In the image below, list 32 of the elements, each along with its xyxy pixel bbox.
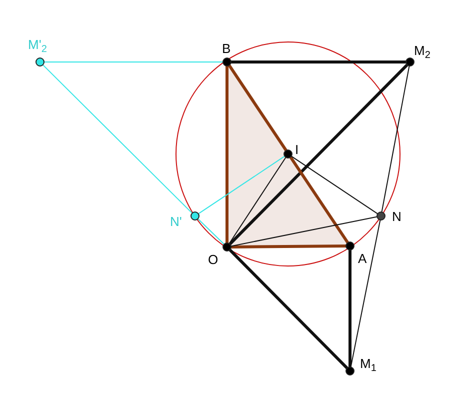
- line-segment: [197, 218, 225, 245]
- line-segment: [230, 244, 346, 248]
- point-label: N': [170, 215, 182, 228]
- line-segment: [230, 216, 378, 247]
- point: [36, 58, 44, 66]
- line-segment: [231, 60, 406, 64]
- line-segment: [226, 66, 228, 243]
- point-label: B: [222, 42, 231, 55]
- line-segment: [42, 64, 193, 214]
- point: [190, 212, 200, 220]
- point: [284, 150, 292, 158]
- line-segment: [381, 65, 410, 213]
- point-label: I: [295, 143, 299, 156]
- line-segment: [228, 64, 408, 246]
- point: [346, 242, 354, 250]
- point: [376, 212, 386, 220]
- line-segment: [350, 219, 381, 368]
- line-segment: [228, 156, 286, 244]
- line-segment: [228, 248, 348, 370]
- line-segment: [198, 156, 286, 214]
- point: [346, 366, 354, 376]
- point-label: M$_{2}$: [414, 44, 430, 61]
- point-label: M$_{1}$: [360, 357, 376, 374]
- point: [222, 242, 232, 252]
- point-label: M'$_{2}$: [28, 38, 47, 55]
- line-segment: [290, 156, 378, 214]
- point-label: O: [208, 253, 218, 266]
- line-segment: [348, 250, 352, 367]
- point-label: N: [392, 210, 402, 223]
- point: [222, 58, 232, 66]
- point: [406, 58, 414, 66]
- point-label: A: [358, 252, 367, 265]
